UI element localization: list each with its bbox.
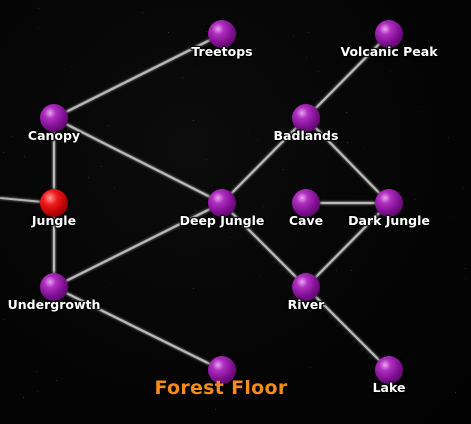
node-label: Treetops [191,44,253,59]
background-star [38,8,39,9]
background-star [465,278,466,279]
background-star [193,288,194,289]
background-star [64,69,65,70]
node-label: Badlands [273,128,339,143]
node-label: River [287,297,325,312]
location-orb-icon [40,104,68,132]
background-star [448,137,449,138]
background-star [182,77,183,78]
background-star [336,270,337,271]
location-orb-icon [292,104,320,132]
background-star [318,71,319,72]
background-star [3,152,4,153]
background-star [206,31,207,32]
background-star [110,284,111,285]
background-star [463,188,464,189]
background-star [37,391,38,392]
background-star [352,330,353,331]
location-orb-icon [375,189,403,217]
background-star [260,275,261,276]
location-orb-icon [208,20,236,48]
location-orb-icon [40,273,68,301]
location-orb-icon [375,356,403,384]
background-star [88,177,89,178]
node-label: Jungle [31,213,77,228]
background-star [168,32,169,33]
background-star [415,199,416,200]
node-label: Cave [288,213,324,228]
node-label: Lake [372,380,406,395]
background-star [308,32,309,33]
background-star [310,367,311,368]
background-star [465,268,466,269]
location-orb-icon [292,189,320,217]
background-star [215,409,216,410]
background-star [108,125,109,126]
background-star [421,111,422,112]
node-label: Canopy [27,128,81,143]
background-star [351,270,352,271]
background-star [230,237,231,238]
background-star [56,187,57,188]
background-star [306,57,307,58]
background-star [193,120,194,121]
background-star [23,397,24,398]
background-star [263,206,264,207]
background-star [195,210,196,211]
background-star [114,187,115,188]
background-star [233,185,234,186]
background-star [283,169,284,170]
background-star [24,156,25,157]
background-star [3,319,4,320]
node-label: Dark Jungle [348,213,430,228]
current-location-orb-icon [40,189,68,217]
background-star [38,28,39,29]
background-star [36,371,37,372]
background-star [211,185,212,186]
background-star [390,71,391,72]
location-orb-icon [208,356,236,384]
location-orb-icon [375,20,403,48]
current-location-title: Forest Floor [154,377,288,399]
background-star [101,166,102,167]
background-star [232,22,233,23]
background-star [206,159,207,160]
background-star [127,324,128,325]
location-orb-icon [208,189,236,217]
node-label: Volcanic Peak [340,44,438,59]
background-star [56,380,57,381]
background-star [346,112,347,113]
background-star [363,148,364,149]
node-label: Undergrowth [7,297,101,312]
background-star [293,36,294,37]
node-label: Deep Jungle [179,213,265,228]
background-star [142,12,143,13]
location-orb-icon [292,273,320,301]
background-star [111,314,112,315]
